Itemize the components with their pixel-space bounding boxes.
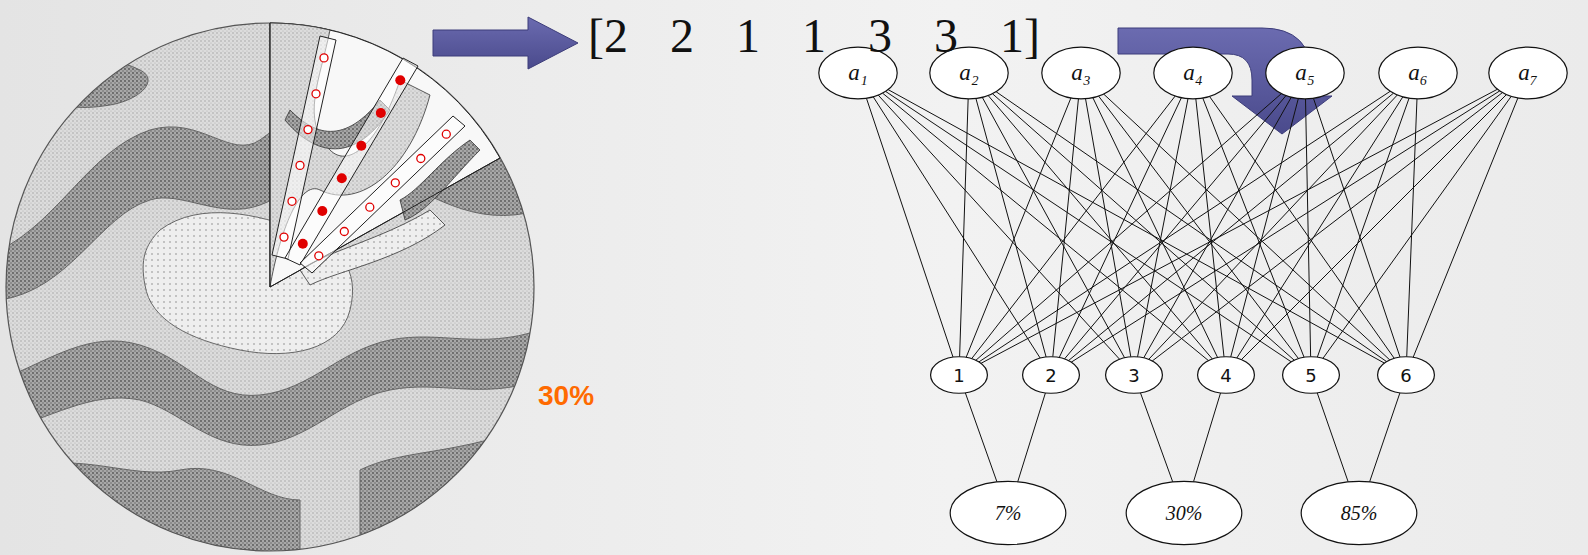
block-arrow	[433, 17, 578, 69]
connection-line	[965, 393, 997, 482]
output-node: 7%	[949, 480, 1067, 546]
connection-line	[1317, 393, 1348, 482]
node-label: 85%	[1341, 502, 1378, 525]
node-label: a₆	[1408, 60, 1428, 86]
node-label: 1	[953, 365, 964, 386]
connection-line	[1144, 97, 1292, 358]
connection-line	[866, 98, 953, 357]
connection-line	[1237, 97, 1403, 358]
connection-line	[1138, 99, 1188, 357]
vector-label: [2 2 1 1 3 3 1]	[588, 8, 1040, 63]
input-node: a₅	[1265, 46, 1345, 100]
connection-line	[976, 94, 1281, 361]
percent-label: 30%	[538, 380, 594, 412]
connection-line	[888, 90, 1384, 364]
input-node: a₃	[1041, 46, 1121, 100]
node-label: a₇	[1518, 60, 1538, 86]
node-label: 7%	[995, 502, 1022, 525]
connection-line	[1413, 98, 1518, 357]
connection-line	[1317, 98, 1409, 357]
connection-line	[1370, 393, 1400, 482]
node-label: a₄	[1183, 60, 1203, 86]
sample-dot	[312, 90, 320, 98]
connection-line	[982, 97, 1124, 357]
connection-line	[1231, 99, 1299, 357]
connection-line	[1196, 99, 1224, 357]
node-label: 6	[1400, 365, 1411, 386]
hidden-node: 6	[1377, 356, 1435, 394]
connection-line	[1071, 91, 1499, 362]
node-label: 30%	[1166, 502, 1203, 525]
node-label: a₁	[848, 60, 868, 86]
connection-line	[1194, 393, 1221, 482]
connection-line	[1241, 95, 1506, 360]
node-label: 4	[1220, 365, 1231, 386]
hidden-node: 5	[1282, 356, 1340, 394]
node-label: a₅	[1295, 60, 1315, 86]
sample-dot	[376, 108, 386, 118]
connection-line	[878, 95, 1119, 359]
connection-line	[1086, 99, 1131, 357]
output-node: 85%	[1300, 480, 1418, 546]
node-label: 2	[1045, 365, 1056, 386]
sample-dot	[317, 206, 327, 216]
connection-line	[988, 96, 1212, 359]
connection-line	[1068, 93, 1393, 360]
sample-dot	[298, 239, 308, 249]
connection-line	[1323, 96, 1511, 358]
connection-line	[960, 99, 969, 357]
connection-line	[1306, 99, 1311, 357]
connection-line	[886, 91, 1292, 361]
connection-line	[992, 94, 1294, 360]
connection-line	[966, 98, 1071, 357]
sample-dot	[417, 155, 425, 163]
connection-line	[1140, 393, 1172, 482]
input-node: a₆	[1378, 46, 1458, 100]
connection-line	[1064, 96, 1285, 359]
sample-dot	[320, 54, 328, 62]
input-node: a₄	[1153, 46, 1233, 100]
sample-dot	[337, 173, 347, 183]
sample-dot	[366, 203, 374, 211]
sample-dot	[304, 126, 312, 134]
sample-dot	[442, 130, 450, 138]
connection-line	[1203, 98, 1304, 357]
input-node: a₇	[1488, 46, 1568, 100]
sample-dot	[395, 75, 405, 85]
connection-line	[976, 99, 1046, 358]
hidden-node: 2	[1022, 356, 1080, 394]
node-label: 5	[1305, 365, 1316, 386]
output-node: 30%	[1125, 480, 1243, 546]
connection-line	[1149, 95, 1398, 359]
sample-dot	[315, 252, 323, 260]
connection-line	[1152, 93, 1502, 361]
node-label: a₂	[959, 60, 979, 86]
sector	[270, 23, 500, 287]
connection-line	[1104, 94, 1390, 360]
sample-dot	[391, 179, 399, 187]
connection-line	[873, 97, 1040, 358]
sample-dot	[356, 141, 366, 151]
connection-line	[883, 93, 1209, 360]
sample-dot	[340, 228, 348, 236]
connection-line	[1407, 99, 1417, 357]
sample-dot	[280, 233, 288, 241]
hidden-node: 1	[930, 356, 988, 394]
connection-line	[981, 89, 1498, 363]
sample-dot	[288, 197, 296, 205]
hidden-node: 4	[1197, 356, 1255, 394]
node-label: 3	[1128, 365, 1139, 386]
hidden-node: 3	[1105, 356, 1163, 394]
connection-line	[1018, 393, 1046, 482]
sample-dot	[296, 161, 304, 169]
node-label: a₃	[1071, 60, 1091, 86]
